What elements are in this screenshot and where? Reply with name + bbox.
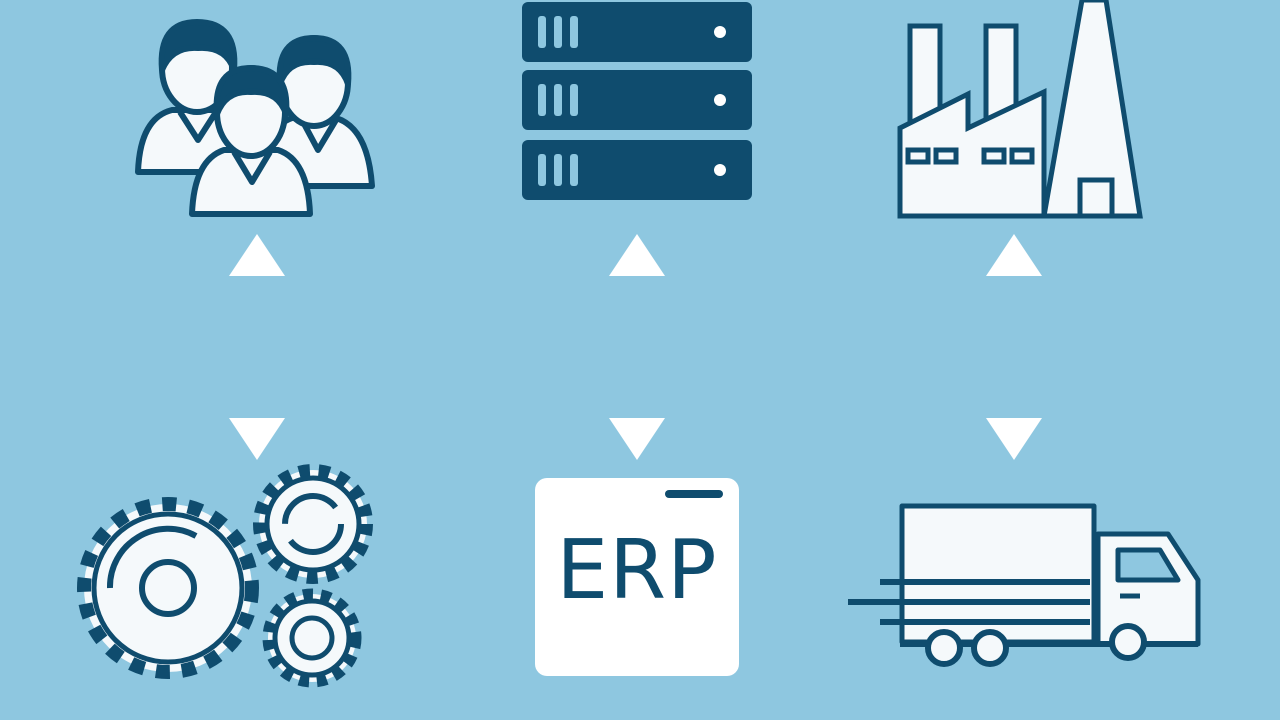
arrow-up-icon: [229, 234, 285, 276]
factory-icon: [897, 0, 1143, 219]
arrow-up-icon: [609, 234, 665, 276]
delivery-truck-icon: [848, 503, 1201, 667]
server-rack-icon: [522, 2, 752, 200]
erp-header-bar: [665, 490, 723, 498]
arrow-down-icon: [986, 418, 1042, 460]
arrow-up-icon: [986, 234, 1042, 276]
users-group-icon: [135, 19, 375, 217]
arrow-down-icon: [229, 418, 285, 460]
erp-label: ERP: [556, 523, 718, 618]
gears-icon: [77, 464, 373, 688]
arrow-down-icon: [609, 418, 665, 460]
erp-icon: ERP: [535, 478, 739, 676]
